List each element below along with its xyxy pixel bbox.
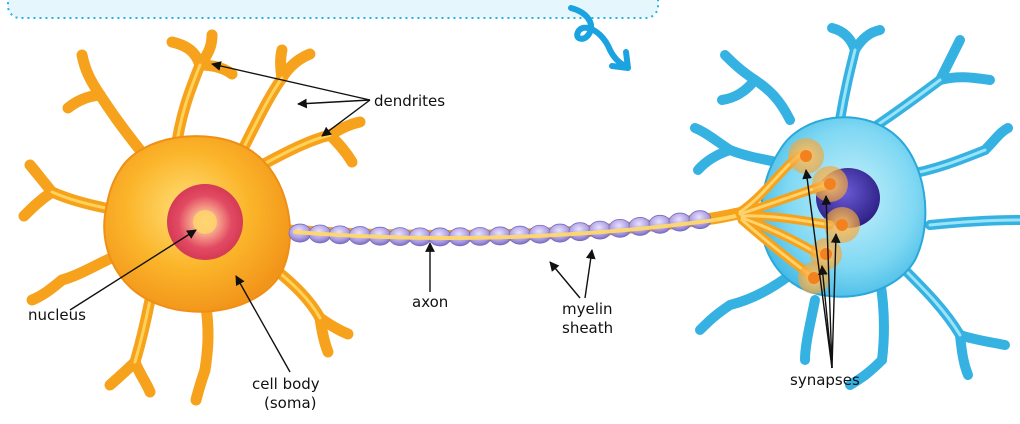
cell-body-label-line1: cell body — [252, 375, 320, 393]
top-banner — [8, 0, 658, 18]
myelin-label-line1: myelin — [562, 300, 613, 318]
cell-body-label-line2: (soma) — [264, 394, 317, 412]
dendrites-label: dendrites — [374, 92, 445, 110]
axon-label: axon — [412, 293, 448, 311]
myelin-label-line2: sheath — [562, 319, 613, 337]
myelin-pointer-2 — [585, 250, 592, 298]
myelin-pointer-1 — [550, 262, 580, 298]
nucleus-label: nucleus — [28, 306, 86, 324]
dendrites-pointer-2 — [298, 100, 370, 104]
synapses-label: synapses — [790, 371, 860, 389]
